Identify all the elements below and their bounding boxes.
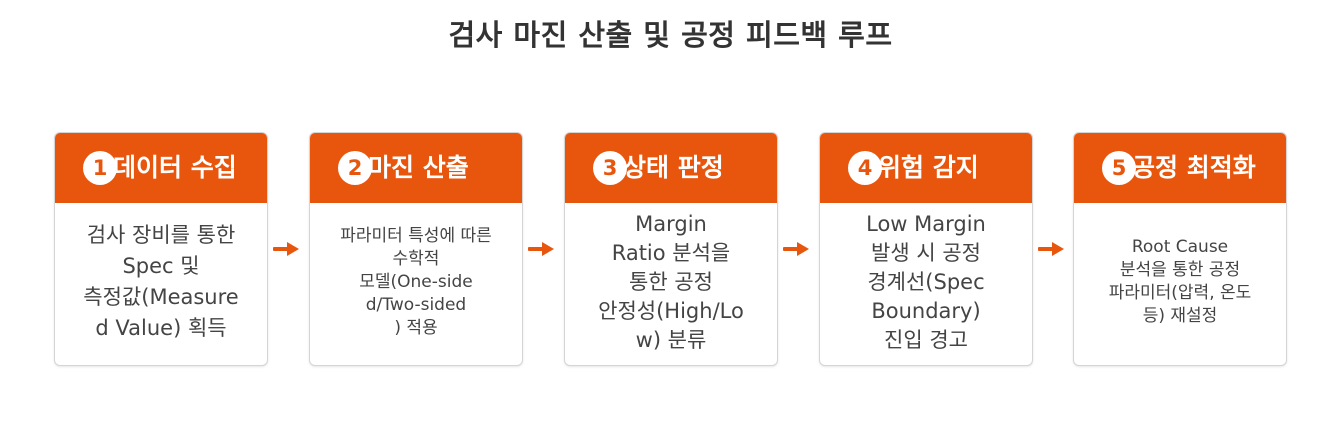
arrow-right-icon — [783, 242, 809, 256]
step-description: Margin Ratio 분석을 통한 공정 안정성(High/Lo w) 분류 — [598, 211, 744, 352]
step-card-margin-calculation: 2 마진 산출 파라미터 특성에 따른 수학적 모델(One-side d/Tw… — [309, 132, 523, 366]
step-description: 파라미터 특성에 따른 수학적 모델(One-side d/Two-sided … — [340, 225, 492, 338]
step-description: 검사 장비를 통한 Spec 및 측정값(Measure d Value) 획득 — [83, 223, 239, 340]
step-card-status-judgment: 3 상태 판정 Margin Ratio 분석을 통한 공정 안정성(High/… — [564, 132, 778, 366]
step-title: 상태 판정 — [623, 153, 724, 182]
step-card-process-optimization: 5 공정 최적화 Root Cause 분석을 통한 공정 파라미터(압력, 온… — [1073, 132, 1287, 366]
arrow-right-icon — [273, 242, 299, 256]
step-number-badge: 5 — [1102, 151, 1136, 185]
step-title: 데이터 수집 — [113, 153, 237, 182]
arrow-right-icon — [1038, 242, 1064, 256]
step-title: 마진 산출 — [368, 153, 469, 182]
step-description: Root Cause 분석을 통한 공정 파라미터(압력, 온도 등) 재설정 — [1108, 237, 1252, 326]
step-description: Low Margin 발생 시 공정 경계선(Spec Boundary) 진입… — [866, 211, 986, 352]
step-header: 3 상태 판정 — [565, 133, 777, 203]
step-number-badge: 2 — [338, 151, 372, 185]
step-title: 위험 감지 — [878, 153, 979, 182]
step-number-badge: 1 — [83, 151, 117, 185]
arrow-right-icon — [528, 242, 554, 256]
step-number-badge: 3 — [593, 151, 627, 185]
step-card-data-collection: 1 데이터 수집 검사 장비를 통한 Spec 및 측정값(Measure d … — [54, 132, 268, 366]
diagram-title: 검사 마진 산출 및 공정 피드백 루프 — [448, 18, 893, 52]
step-header: 5 공정 최적화 — [1074, 133, 1286, 203]
step-title: 공정 최적화 — [1132, 153, 1256, 182]
step-header: 4 위험 감지 — [820, 133, 1032, 203]
step-header: 2 마진 산출 — [310, 133, 522, 203]
step-card-risk-detection: 4 위험 감지 Low Margin 발생 시 공정 경계선(Spec Boun… — [819, 132, 1033, 366]
step-number-badge: 4 — [848, 151, 882, 185]
step-header: 1 데이터 수집 — [55, 133, 267, 203]
